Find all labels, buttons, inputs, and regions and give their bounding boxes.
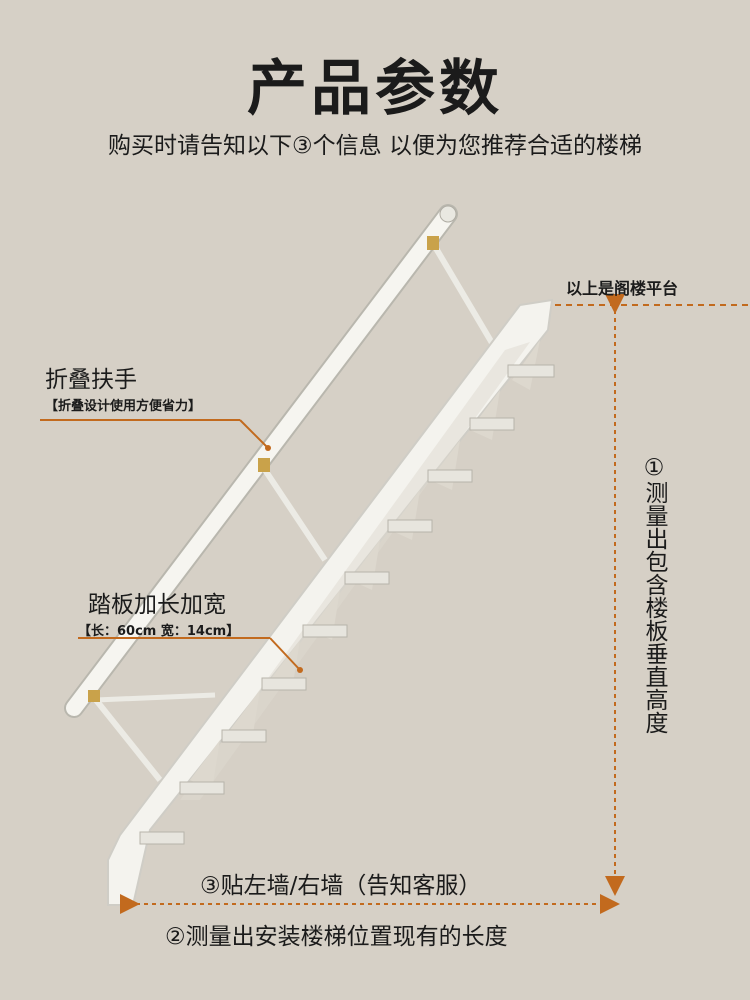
handrail-callout-note: 【折叠设计使用方便省力】 [45,399,202,414]
handrail-callout-title: 折叠扶手 [45,367,137,393]
platform-label: 以上是阁楼平台 [566,279,679,298]
pedal-callout-title: 踏板加长加宽 [88,592,226,618]
page-title: 产品参数 [247,54,503,124]
page-subtitle: 购买时请告知以下③个信息 以便为您推荐合适的楼梯 [108,133,642,159]
stair-treads [139,364,555,845]
wall-side-label: ③贴左墙/右墙（告知客服） [200,873,482,899]
height-measure-label: ①测量出包含楼板垂直高度 [641,455,667,734]
pedal-callout-note: 【长：60cm 宽：14cm】 [78,624,240,639]
folding-handrail [64,204,498,782]
length-measure-label: ②测量出安装楼梯位置现有的长度 [165,924,508,950]
